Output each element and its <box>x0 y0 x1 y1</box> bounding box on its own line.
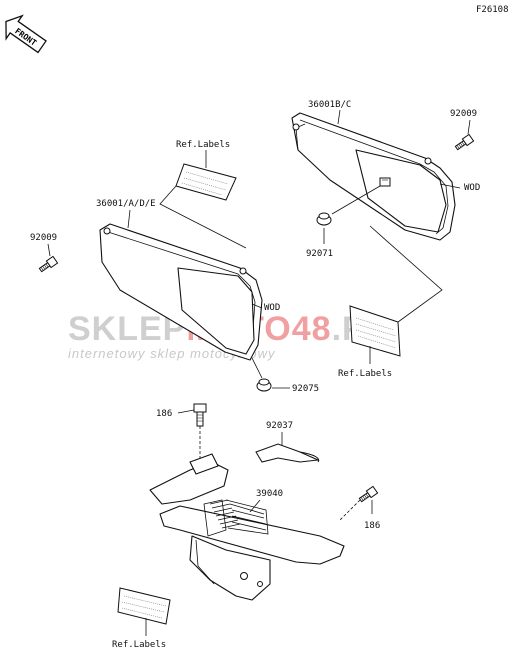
right-side-cover <box>291 112 456 241</box>
bolt-icon <box>454 133 475 151</box>
callout-right-cover: 36001B/C <box>308 100 351 110</box>
callout-bolt-top-right: 92009 <box>450 109 477 119</box>
callout-bolt-left: 92009 <box>30 233 57 243</box>
callout-ref-labels-top: Ref.Labels <box>176 140 230 150</box>
front-arrow-icon: FRONT <box>5 14 47 54</box>
bolt-icon <box>193 403 207 427</box>
callout-ref-labels-right: Ref.Labels <box>338 369 392 379</box>
callout-clip: 92037 <box>266 421 293 431</box>
callout-grommet-left: 92075 <box>292 384 319 394</box>
left-side-cover <box>99 223 263 361</box>
callout-wod-left: WOD <box>264 303 280 313</box>
callout-grommet-right: 92071 <box>306 249 333 259</box>
clip-icon <box>255 443 320 463</box>
bolt-icon <box>38 255 59 273</box>
callout-guard: 39040 <box>256 489 283 499</box>
grommet-icon <box>379 177 391 187</box>
grommet-icon <box>256 378 272 392</box>
ref-label-sticker-bottom <box>117 587 171 625</box>
ref-label-sticker-right <box>349 305 401 357</box>
callout-left-cover: 36001/A/D/E <box>96 199 156 209</box>
callout-bolt-lower-right: 186 <box>364 521 380 531</box>
guard-ribs <box>203 499 269 537</box>
callout-ref-labels-bottom: Ref.Labels <box>112 640 166 650</box>
bolt-icon <box>358 485 379 503</box>
figure-code: F26108 <box>476 5 509 15</box>
chain-guard <box>149 453 345 601</box>
callout-wod-right: WOD <box>464 183 480 193</box>
callout-bolt-lower-left: 186 <box>156 409 172 419</box>
ref-label-sticker-top <box>175 163 237 201</box>
watermark-brand-3: 48 <box>292 310 332 348</box>
grommet-icon <box>316 212 332 226</box>
